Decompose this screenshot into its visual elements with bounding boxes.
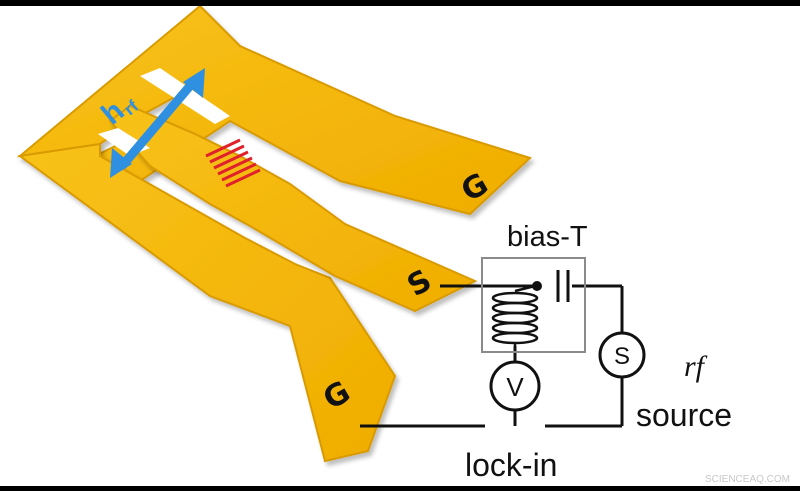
capacitor	[556, 270, 570, 302]
rf-field-arrow	[110, 68, 205, 178]
inductor-coil	[491, 284, 539, 348]
junction-node	[532, 281, 542, 291]
waveguide-diagram: h rf G S G bias-T V S rf source l	[16, 6, 790, 485]
source-symbol-label: S	[614, 343, 630, 370]
signal-electrode	[108, 104, 478, 313]
source-label: source	[636, 397, 732, 433]
watermark: SCIENCEAQ.COM	[705, 474, 790, 485]
circuit-wires	[360, 284, 624, 428]
rf-label: rf	[684, 350, 708, 383]
sample-stripes	[205, 138, 261, 188]
bias-t-box	[481, 257, 586, 353]
source-circle	[598, 331, 646, 379]
lock-in-label: lock-in	[465, 447, 557, 483]
ground-electrode-bottom	[17, 142, 397, 463]
voltmeter-label: V	[506, 372, 524, 402]
bias-t-label: bias-T	[507, 221, 588, 253]
figure-canvas: h rf G S G bias-T V S rf source l	[0, 6, 800, 486]
voltmeter-circle	[489, 360, 541, 412]
